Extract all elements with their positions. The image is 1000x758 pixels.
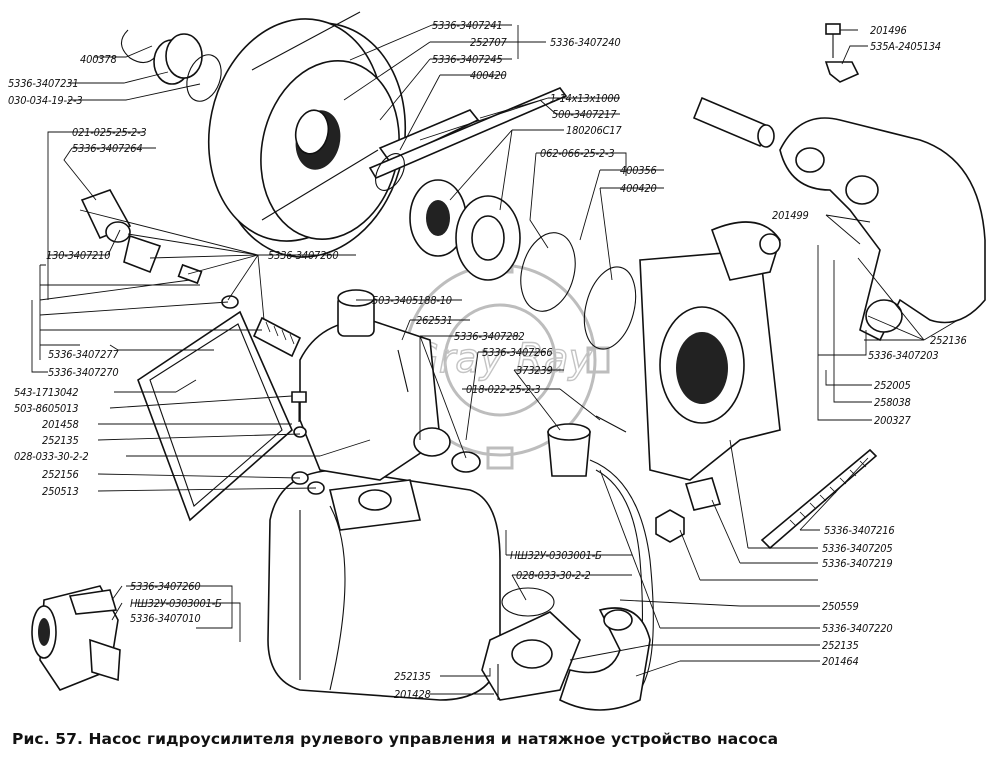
threaded-rod xyxy=(760,448,878,550)
label-200327: 200327 xyxy=(874,414,911,427)
label-201499: 201499 xyxy=(772,209,809,222)
label-5336-3407264: 5336-3407264 xyxy=(72,142,142,155)
label-5336-3407260: 5336-3407260 xyxy=(268,249,338,262)
label-258038: 258038 xyxy=(874,396,911,409)
label-5336-3407205: 5336-3407205 xyxy=(822,542,892,555)
watermark-text: Gray Ray xyxy=(408,336,594,382)
label-1-14x13x1000: 1-14x13x1000 xyxy=(550,92,620,105)
label-030-034-19-2-3: 030-034-19-2-3 xyxy=(8,94,82,107)
label-535a-2405134: 535А-2405134 xyxy=(870,40,941,53)
label-252135-left: 252135 xyxy=(42,434,79,447)
label-5336-3407270: 5336-3407270 xyxy=(48,366,118,379)
label-5336-3407203: 5336-3407203 xyxy=(868,349,938,362)
top-left-ring-set xyxy=(120,29,222,102)
label-nsh32u-inset: НШ32У-0303001-Б xyxy=(130,597,222,610)
label-062-066-25-2-3: 062-066-25-2-3 xyxy=(540,147,614,160)
label-201428: 201428 xyxy=(394,688,431,701)
valve-parts xyxy=(80,189,302,358)
label-5336-3407277: 5336-3407277 xyxy=(48,348,119,361)
mount-plate xyxy=(639,221,781,481)
pin xyxy=(692,96,775,148)
pump-body xyxy=(299,289,451,481)
label-5336-3407220: 5336-3407220 xyxy=(822,622,892,635)
label-5336-3407282: 5336-3407282 xyxy=(454,330,524,343)
label-252135-bottom: 252135 xyxy=(394,670,431,683)
label-373239: 373239 xyxy=(516,364,553,377)
label-252156: 252156 xyxy=(42,468,79,481)
bearings xyxy=(409,179,637,350)
label-028-033-30-2-2-left: 028-033-30-2-2 xyxy=(14,450,88,463)
label-028-033-30-2-2-bottom: 028-033-30-2-2 xyxy=(516,569,590,582)
bolt-top xyxy=(824,23,860,83)
label-180206c17: 180206C17 xyxy=(566,124,622,137)
label-400420-top: 400420 xyxy=(470,69,507,82)
label-262531: 262531 xyxy=(416,314,453,327)
watermark-gear: Gray Ray xyxy=(390,250,610,470)
nut-block xyxy=(655,477,722,543)
shaft-rods xyxy=(368,87,568,191)
label-201464: 201464 xyxy=(822,655,859,668)
label-nsh32u-bottom: НШ32У-0303001-Б xyxy=(510,549,602,562)
leader-lines xyxy=(31,24,959,695)
label-543-1713042: 543-1713042 xyxy=(14,386,78,399)
label-500-3407217: 500-3407217 xyxy=(552,108,617,121)
label-252707: 252707 xyxy=(470,36,507,49)
label-5336-3407266: 5336-3407266 xyxy=(482,346,552,359)
label-5336-3407010: 5336-3407010 xyxy=(130,612,200,625)
reservoir xyxy=(267,469,501,701)
label-250513: 250513 xyxy=(42,485,79,498)
label-201496: 201496 xyxy=(870,24,907,37)
label-5336-3407240: 5336-3407240 xyxy=(550,36,620,49)
tensioner-bracket xyxy=(779,117,986,342)
label-252005: 252005 xyxy=(874,379,911,392)
label-250559: 250559 xyxy=(822,600,859,613)
label-5336-3407245: 5336-3407245 xyxy=(432,53,502,66)
label-021-025-25-2-3: 021-025-25-2-3 xyxy=(72,126,146,139)
label-5336-3407219: 5336-3407219 xyxy=(822,557,892,570)
label-503-3405188-10: 503-3405188-10 xyxy=(372,294,452,307)
pump-assembly-inset xyxy=(31,585,121,691)
flange-elbow xyxy=(481,587,651,711)
label-130-3407210: 130-3407210 xyxy=(46,249,110,262)
label-201458: 201458 xyxy=(42,418,79,431)
gasket xyxy=(137,310,293,522)
pulley xyxy=(207,11,407,258)
label-5336-3407241: 5336-3407241 xyxy=(432,19,502,32)
label-503-8605013: 503-8605013 xyxy=(14,402,78,415)
figure-caption: Рис. 57. Насос гидроусилителя рулевого у… xyxy=(12,730,779,748)
label-400356: 400356 xyxy=(620,164,657,177)
label-018-022-25-2-3: 018-022-25-2-3 xyxy=(466,383,540,396)
label-400378: 400378 xyxy=(80,53,117,66)
label-252136: 252136 xyxy=(930,334,967,347)
fitting xyxy=(451,415,627,477)
label-5336-3407260-inset: 5336-3407260 xyxy=(130,580,200,593)
label-252135-right: 252135 xyxy=(822,639,859,652)
label-5336-3407231: 5336-3407231 xyxy=(8,77,78,90)
label-5336-3407216: 5336-3407216 xyxy=(824,524,894,537)
callout-labels: 400378 5336-3407231 030-034-19-2-3 5336-… xyxy=(8,19,967,701)
label-400420-right: 400420 xyxy=(620,182,657,195)
